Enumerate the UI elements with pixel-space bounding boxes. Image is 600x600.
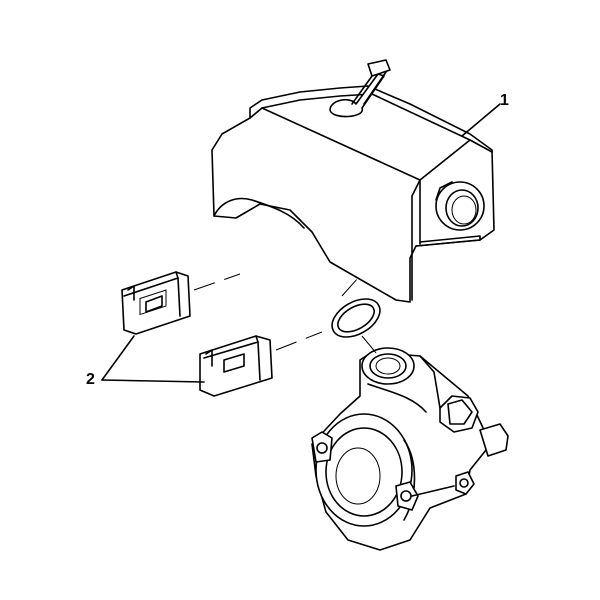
leader-lines [101,103,501,383]
reservoir [211,59,495,303]
leader-line-1 [461,103,501,137]
leader-line-2b [101,379,205,383]
callout-number-reservoir: 1 [500,92,509,109]
clip-lower [199,335,273,397]
o-ring-seal [331,298,381,338]
leader-line-2a [101,335,135,381]
power-steering-pump [311,347,509,551]
alignment-lines [193,273,383,361]
clip-upper [121,271,191,335]
callout-number-clips: 2 [86,371,95,388]
